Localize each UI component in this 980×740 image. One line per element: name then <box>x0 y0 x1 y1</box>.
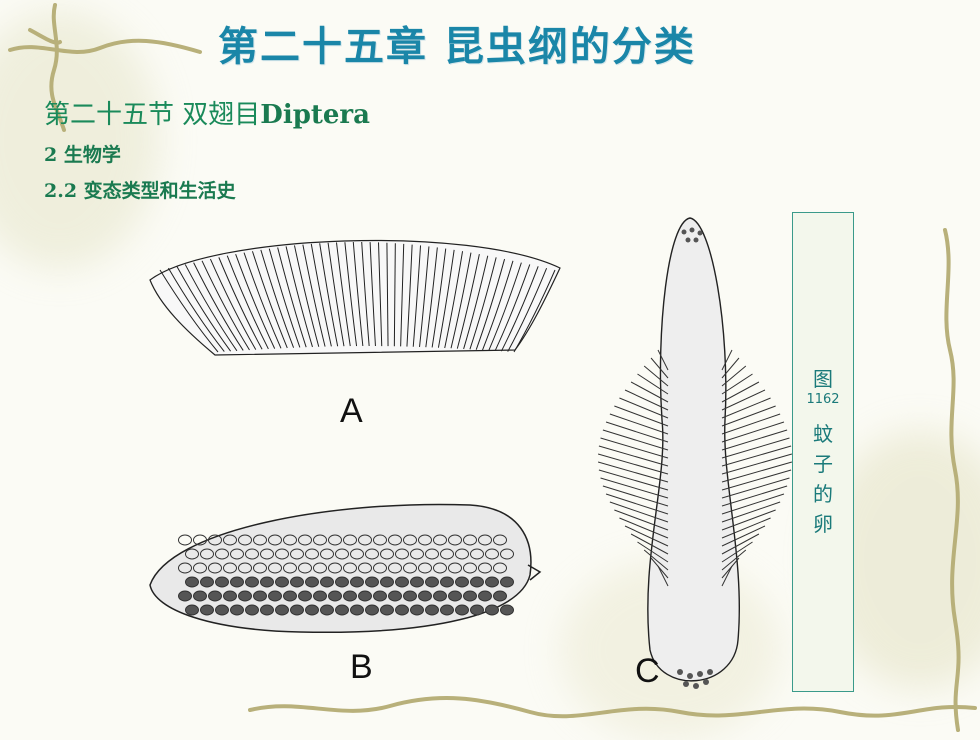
vine-ornament-top <box>8 3 202 132</box>
caption-text: 蚊子的卵 <box>813 421 833 536</box>
vine-ornament-bottom <box>248 228 977 732</box>
figure-a-egg-raft <box>149 239 561 356</box>
subheading-metamorphosis: 2.2 变态类型和生活史 <box>44 180 236 202</box>
section-heading-latin: Diptera <box>260 100 370 130</box>
figure-b-egg <box>149 503 542 634</box>
section-heading-cn: 第二十五节 双翅目 <box>44 100 261 130</box>
slide-title: 第二十五章 昆虫纲的分类 <box>218 24 696 70</box>
caption-figure-number: 1162 <box>806 391 840 407</box>
figure-label-a: A <box>340 392 363 430</box>
figure-label-b: B <box>350 648 373 686</box>
subheading-biology: 2 生物学 <box>44 144 121 166</box>
section-heading: 第二十五节 双翅目Diptera <box>44 94 370 131</box>
figure-caption-box: 图 1162 蚊子的卵 <box>792 212 854 692</box>
figure-c-egg <box>597 217 793 689</box>
caption-figure-word: 图 <box>813 366 833 391</box>
figure-label-c: C <box>635 652 660 690</box>
